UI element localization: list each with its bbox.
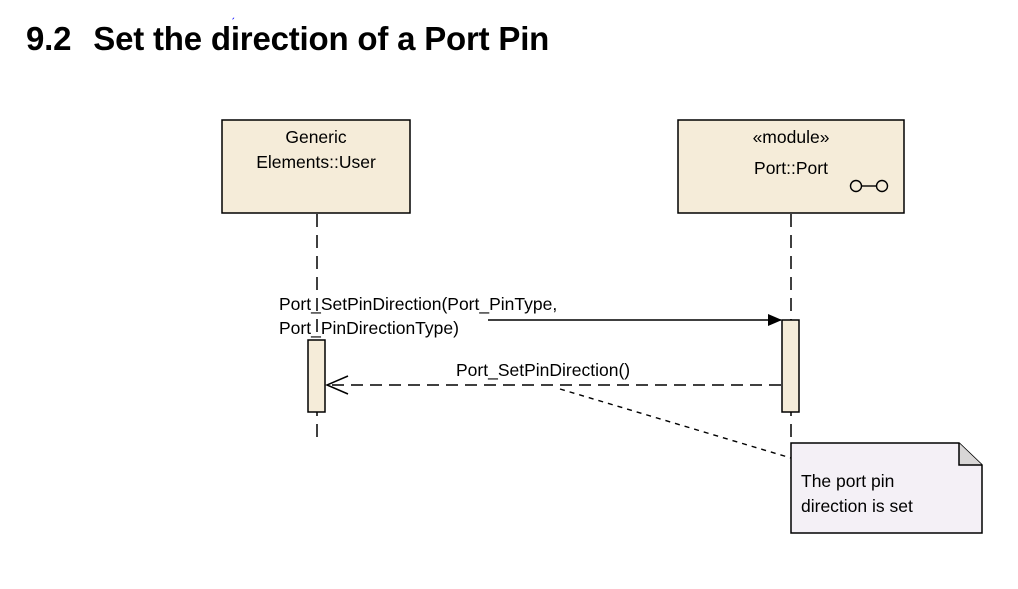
note-folded-corner-icon (958, 443, 982, 466)
note[interactable]: The port pin direction is set (790, 442, 983, 534)
activation-bar-user (307, 339, 326, 413)
lifeline-port-label: Port::Port (754, 158, 828, 178)
section-title: Set the direction of a Port Pin (93, 20, 550, 57)
message-call[interactable]: Port_SetPinDirection(Port_PinType, Port_… (279, 294, 782, 339)
open-arrowhead-icon (325, 375, 349, 395)
message-call-label-line2: Port_PinDirectionType) (279, 318, 459, 339)
note-text-line1: The port pin (801, 471, 894, 491)
stray-mark: ˏ (231, 6, 235, 20)
message-reply-label: Port_SetPinDirection() (456, 360, 630, 381)
lifeline-port-box[interactable] (677, 119, 905, 214)
lifeline-user[interactable]: Generic Elements::User (221, 119, 411, 438)
note-shape (790, 442, 983, 534)
lifeline-port[interactable]: «module» Port::Port (677, 119, 905, 442)
message-call-label-line1: Port_SetPinDirection(Port_PinType, (279, 294, 557, 315)
note-text-line2: direction is set (801, 496, 913, 516)
section-number: 9.2 (26, 20, 72, 57)
activation-bar-port (781, 319, 800, 413)
lifeline-user-box[interactable] (221, 119, 411, 214)
component-interface-icon (849, 179, 889, 193)
message-reply[interactable]: Port_SetPinDirection() (325, 360, 781, 395)
note-anchor-line (559, 388, 792, 459)
lifeline-user-label-line2: Elements::User (256, 152, 376, 172)
section-heading: 9.2 Set the direction of a Port Pin (26, 20, 549, 58)
lifeline-user-label-line1: Generic (285, 127, 347, 147)
lifeline-port-stereotype: «module» (753, 127, 830, 147)
